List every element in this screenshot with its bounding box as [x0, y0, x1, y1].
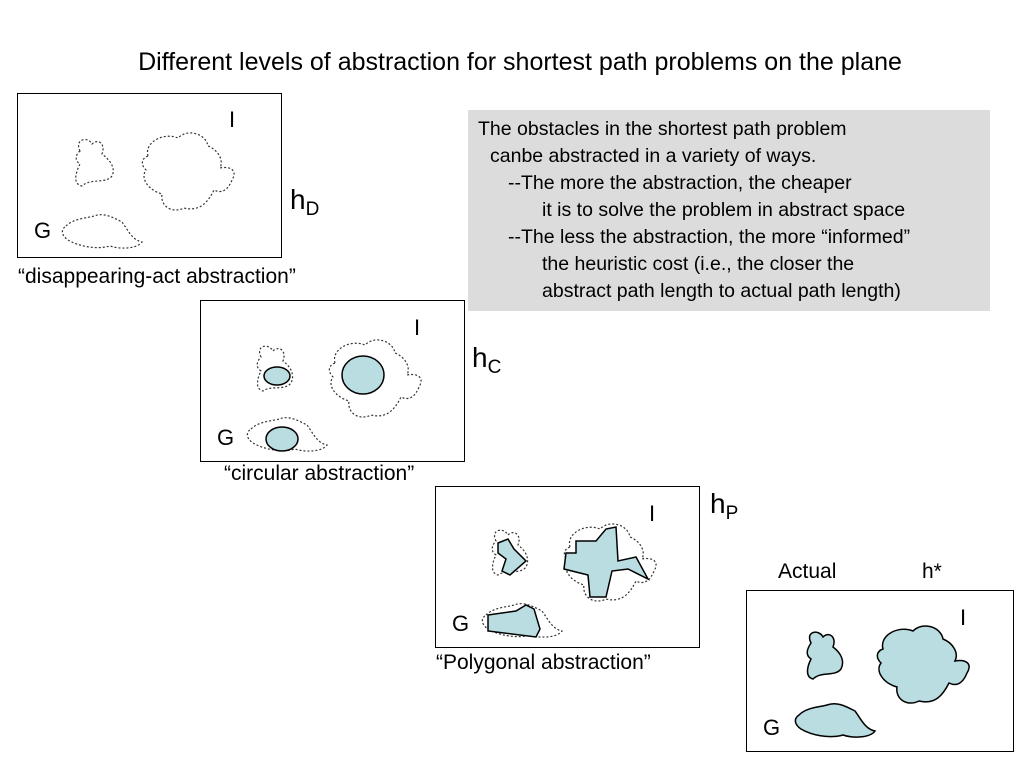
heuristic-subscript: C	[487, 357, 502, 378]
goal-label: G	[452, 611, 470, 636]
note-line-7: abstract path length to actual path leng…	[542, 280, 901, 302]
heuristic-label-hp: hP	[710, 488, 738, 525]
start-label: I	[960, 605, 967, 630]
actual-label: Actual	[778, 560, 837, 583]
goal-obstacle-outline	[246, 417, 328, 452]
large-obstacle-shape	[876, 625, 970, 704]
panel-polygonal: I G	[435, 486, 700, 648]
note-line-4: it is to solve the problem in abstract s…	[542, 199, 906, 221]
note-line-3: --The more the abstraction, the cheaper	[508, 172, 852, 194]
heuristic-symbol: h	[472, 342, 488, 373]
note-line-2: canbe abstracted in a variety of ways.	[490, 145, 817, 167]
explanation-box: The obstacles in the shortest path probl…	[468, 110, 990, 311]
goal-label: G	[34, 218, 52, 243]
note-line-5: --The less the abstraction, the more “in…	[508, 226, 911, 248]
heuristic-subscript: P	[725, 503, 739, 524]
note-line-6: the heuristic cost (i.e., the closer the	[542, 253, 855, 275]
panel-actual: I G	[746, 590, 1014, 752]
small-obstacle-circle	[263, 366, 291, 386]
large-obstacle-circle	[341, 355, 385, 395]
small-obstacle-outline	[75, 138, 114, 187]
disappearing-obstacles-drawing	[61, 132, 235, 249]
circular-obstacles-drawing	[246, 339, 422, 452]
goal-obstacle-outline	[61, 214, 143, 249]
panel-circular: I G	[200, 300, 465, 462]
goal-obstacle-circle	[265, 426, 299, 452]
start-label: I	[649, 501, 656, 526]
polygonal-obstacles-drawing	[481, 523, 657, 638]
caption-circular: “circular abstraction”	[224, 462, 415, 485]
large-obstacle-outline	[328, 339, 422, 418]
goal-label: G	[217, 425, 235, 450]
heuristic-symbol: h	[710, 488, 726, 519]
slide-title: Different levels of abstraction for shor…	[138, 48, 902, 76]
large-obstacle-outline	[141, 132, 235, 211]
small-obstacle-shape	[806, 631, 844, 680]
goal-obstacle-polygon	[487, 604, 541, 638]
start-label: I	[414, 315, 421, 340]
large-obstacle-polygon	[563, 526, 650, 598]
heuristic-label-hstar: h*	[922, 560, 942, 583]
large-obstacle-outline	[563, 523, 657, 602]
small-obstacle-polygon	[497, 538, 528, 576]
note-line-1: The obstacles in the shortest path probl…	[478, 118, 847, 140]
heuristic-subscript: D	[305, 199, 320, 220]
heuristic-label-hd: hD	[290, 184, 319, 221]
heuristic-label-hc: hC	[472, 342, 501, 379]
caption-polygonal: “Polygonal abstraction”	[436, 651, 651, 674]
goal-obstacle-shape	[794, 702, 877, 738]
caption-disappearing: “disappearing-act abstraction”	[18, 265, 296, 288]
goal-label: G	[763, 715, 781, 740]
heuristic-symbol: h	[290, 184, 306, 215]
start-label: I	[229, 107, 236, 132]
panel-disappearing: I G	[17, 93, 282, 258]
actual-obstacles-drawing	[794, 625, 970, 738]
